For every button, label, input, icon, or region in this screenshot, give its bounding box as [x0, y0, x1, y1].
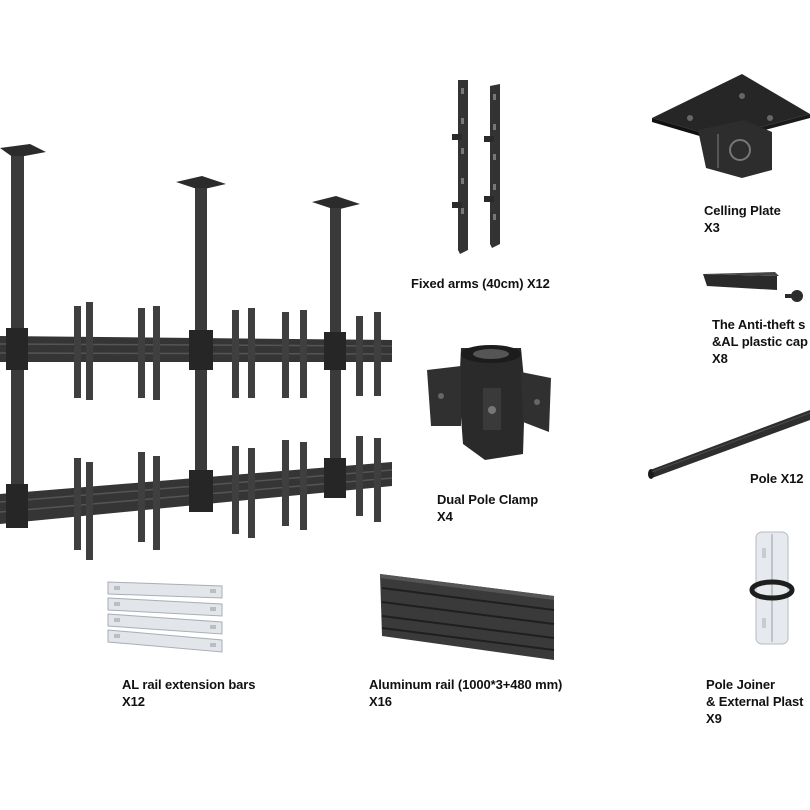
fixed-arms-label: Fixed arms (40cm) X12: [411, 276, 550, 291]
al-rail-extension-image: [104, 580, 226, 666]
pole-label: Pole X12: [750, 471, 804, 486]
al-rail-extension-label: AL rail extension bars X12: [122, 677, 256, 709]
fixed-arms-image: [446, 78, 512, 260]
anti-theft-label: The Anti-theft s &AL plastic cap X8: [712, 317, 808, 366]
assembled-wall-mount-image: [0, 140, 400, 560]
pole-joiner-label: Pole Joiner & External Plast X9: [706, 677, 804, 726]
pole-image: [648, 408, 810, 482]
aluminum-rail-image: [378, 572, 558, 664]
anti-theft-screw-image: [703, 270, 809, 306]
pole-joiner-image: [748, 528, 798, 648]
ceiling-plate-image: [650, 72, 810, 184]
aluminum-rail-label: Aluminum rail (1000*3+480 mm) X16: [369, 677, 563, 709]
dual-pole-clamp-label: Dual Pole Clamp X4: [437, 492, 539, 524]
ceiling-plate-label: Celling Plate X3: [704, 203, 781, 235]
dual-pole-clamp-image: [425, 340, 555, 466]
